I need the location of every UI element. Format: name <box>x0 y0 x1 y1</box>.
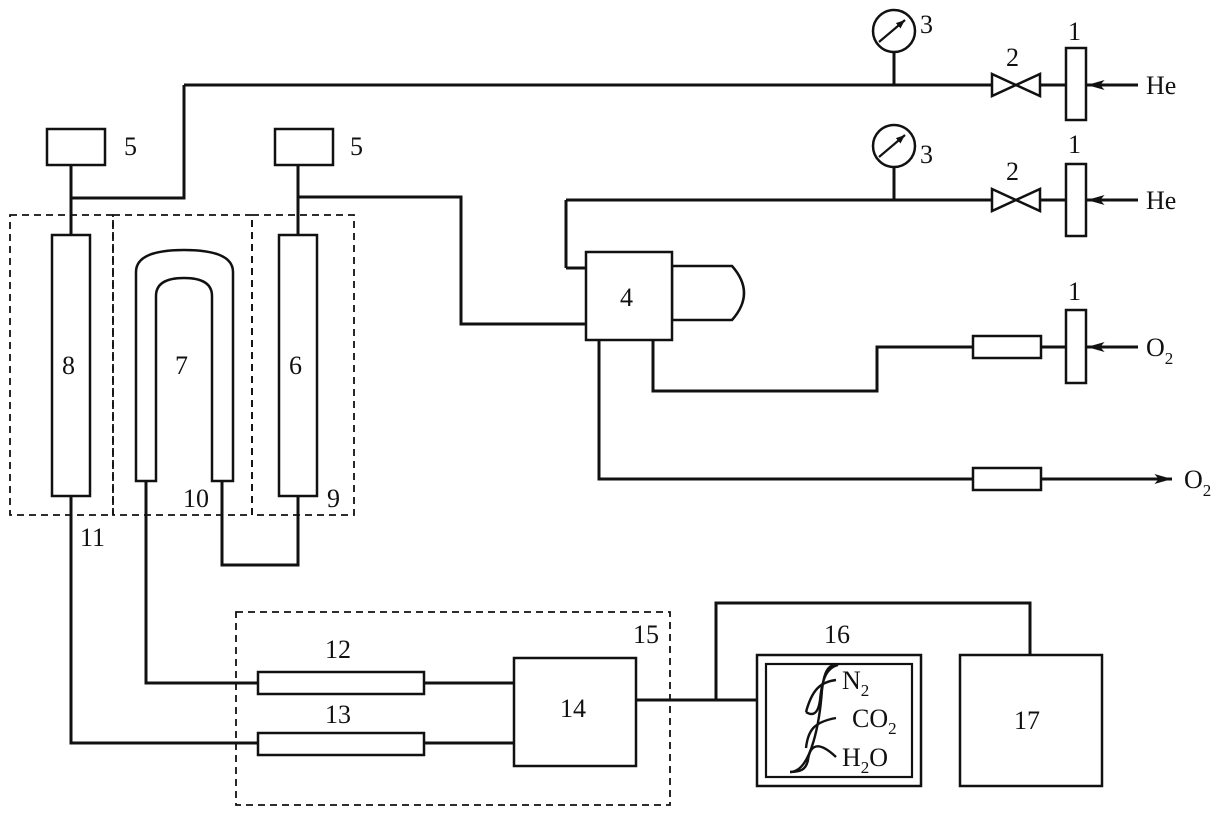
furnace-9-enclosure <box>251 214 355 516</box>
valve-icon <box>990 72 1042 98</box>
unit-5-right <box>273 127 335 167</box>
chromatogram-display-16 <box>755 653 923 788</box>
computer-17 <box>958 653 1104 788</box>
detector-14 <box>512 656 638 768</box>
label-9: 9 <box>327 484 340 513</box>
label-10: 10 <box>183 484 209 513</box>
label-17: 17 <box>1014 706 1040 735</box>
pressure-gauge-icon <box>871 8 917 54</box>
label-3-top: 3 <box>920 10 933 39</box>
autosampler-4 <box>584 250 746 342</box>
label-5-left: 5 <box>124 132 137 161</box>
o2-outlet <box>597 339 1172 492</box>
pressure-gauge-icon <box>871 123 917 169</box>
label-1-top: 1 <box>1068 17 1081 46</box>
column-8 <box>50 233 92 498</box>
label-1-o2: 1 <box>1068 277 1081 306</box>
label-13: 13 <box>325 700 351 729</box>
label-2-top: 2 <box>1006 43 1019 72</box>
label-15: 15 <box>633 620 659 649</box>
label-1-mid: 1 <box>1068 130 1081 159</box>
he-supply-top <box>184 8 1138 122</box>
gas-label-o2-in: O2 <box>1146 333 1173 368</box>
valve-icon <box>990 187 1042 213</box>
furnace-11-enclosure <box>9 214 114 516</box>
he-supply-mid <box>564 123 1138 270</box>
oven-15-enclosure <box>235 611 671 806</box>
u-tube-7 <box>134 248 235 483</box>
label-6: 6 <box>289 351 302 380</box>
label-16: 16 <box>824 620 850 649</box>
label-5-right: 5 <box>350 132 363 161</box>
tube-12 <box>256 670 426 696</box>
tube-13 <box>256 731 426 757</box>
label-14: 14 <box>560 694 586 723</box>
o2-supply <box>651 308 1138 393</box>
label-3-mid: 3 <box>920 140 933 169</box>
label-12: 12 <box>325 635 351 664</box>
peak-label: N2 <box>842 666 869 700</box>
label-4: 4 <box>620 283 633 312</box>
gas-label-he-top: He <box>1146 71 1176 100</box>
peak-label: H2O <box>842 743 888 777</box>
label-7: 7 <box>175 351 188 380</box>
chromatogram-trace <box>789 678 837 774</box>
column-6 <box>277 233 319 498</box>
label-2-mid: 2 <box>1006 157 1019 186</box>
gas-label-he-mid: He <box>1146 186 1176 215</box>
label-8: 8 <box>62 351 75 380</box>
label-11: 11 <box>80 523 105 552</box>
unit-5-left <box>45 127 107 167</box>
peak-label: CO2 <box>852 704 897 738</box>
gas-label-o2-out: O2 <box>1184 465 1211 500</box>
